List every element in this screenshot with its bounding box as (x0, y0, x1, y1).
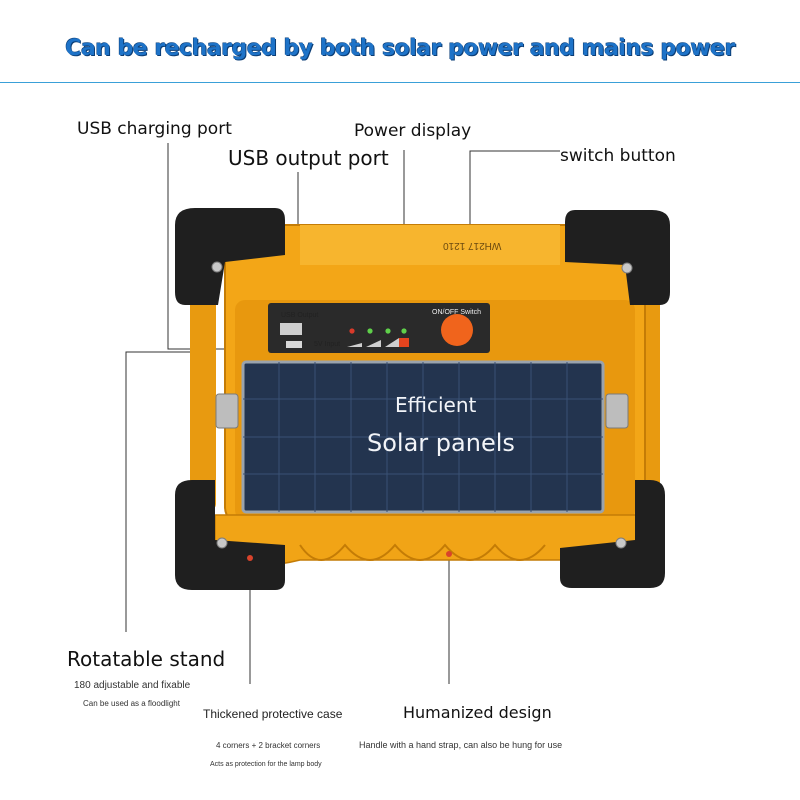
callout-usb-charging-port: USB charging port (77, 119, 232, 139)
input-printed-label: 5V Input (314, 341, 341, 348)
serial-number: WH217 1210 (443, 240, 502, 251)
protective-case-line1: 4 corners + 2 bracket corners (216, 741, 321, 750)
protective-case-line2: Acts as protection for the lamp body (210, 761, 322, 768)
solar-panel-line2: Solar panels (367, 429, 515, 457)
handle-marker (446, 551, 452, 557)
switch-printed-label: ON/OFF Switch (432, 309, 482, 316)
callout-humanized-design: Humanized design (403, 703, 552, 722)
solar-panel-line1: Efficient (395, 393, 477, 417)
control-panel (268, 303, 490, 353)
headline-divider (0, 82, 800, 83)
usb-output-printed-label: USB Output (281, 312, 319, 319)
case-marker (247, 555, 253, 561)
callout-power-display: Power display (354, 121, 472, 141)
callout-switch-button: switch button (560, 146, 676, 166)
callout-usb-output-port: USB output port (228, 146, 389, 170)
usb-output-port (280, 323, 302, 335)
rotatable-stand-line2: Can be used as a floodlight (83, 699, 180, 708)
protective-corners (175, 208, 670, 590)
usb-charging-port (286, 341, 302, 348)
humanized-design-line1: Handle with a hand strap, can also be hu… (359, 740, 563, 750)
stand-knobs (215, 393, 629, 429)
headline: Can be recharged by both solar power and… (65, 36, 735, 61)
power-switch (441, 314, 473, 346)
solar-panel (241, 360, 605, 514)
corner-screws (211, 261, 633, 549)
callout-protective-case: Thickened protective case (203, 707, 343, 721)
callout-rotatable-stand: Rotatable stand (67, 647, 226, 671)
rotatable-stand-line1: 180 adjustable and fixable (74, 680, 191, 691)
